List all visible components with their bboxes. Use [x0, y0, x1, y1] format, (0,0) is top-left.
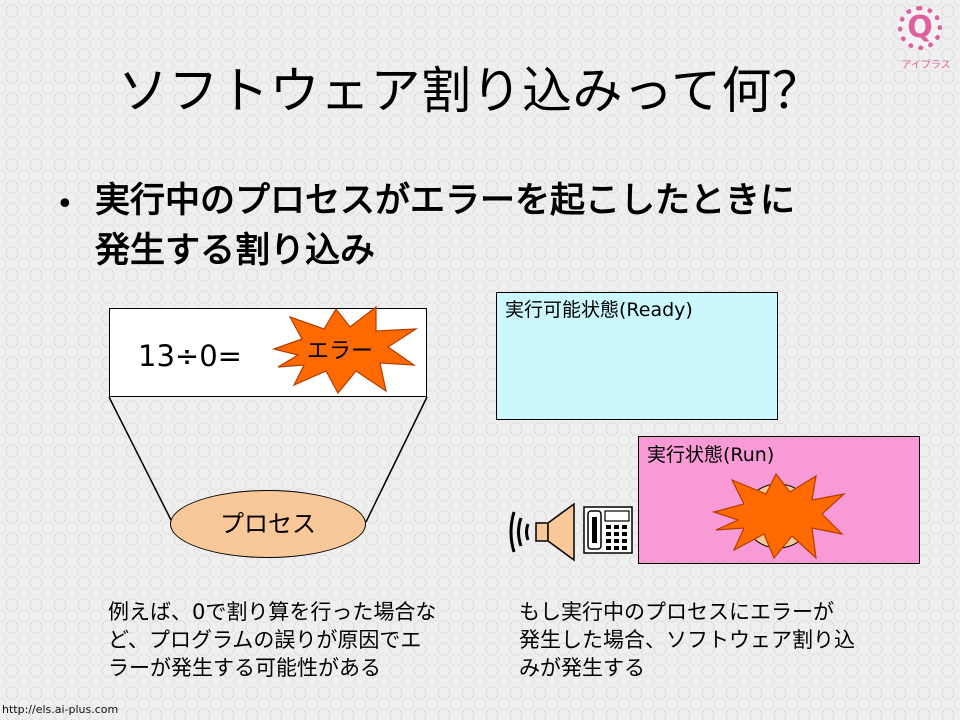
left-caption-line-3: ラーが発生する可能性がある [108, 656, 381, 680]
right-caption-line-3: みが発生する [519, 656, 645, 680]
ready-state-box [496, 292, 778, 420]
bullet-dot: • [56, 187, 74, 222]
slide-title: ソフトウェア割り込みって何？ [118, 62, 823, 120]
right-caption: もし実行中のプロセスにエラーが 発生した場合、ソフトウェア割り込 みが発生する [519, 598, 899, 682]
run-state-label: 実行状態(Run) [647, 444, 775, 466]
logo-ring [898, 6, 942, 50]
right-caption-line-1: もし実行中のプロセスにエラーが [519, 600, 834, 624]
speaker-icon [509, 502, 575, 562]
logo: Q アイプラス [896, 6, 952, 76]
right-caption-line-2: 発生した場合、ソフトウェア割り込 [519, 628, 855, 652]
telephone-icon [583, 506, 633, 554]
bullet-text: 実行中のプロセスがエラーを起こしたときに 発生する割り込み [95, 176, 895, 276]
footer-url: http://els.ai-plus.com [2, 703, 119, 716]
left-caption-line-1: 例えば、0で割り算を行った場合な [108, 600, 437, 624]
ready-state-label: 実行可能状態(Ready) [505, 299, 693, 321]
logo-mark: Q [907, 10, 933, 45]
process-label: プロセス [220, 510, 316, 538]
logo-text: アイプラス [901, 60, 951, 71]
explosion-icon [271, 305, 419, 395]
explosion-icon [712, 472, 846, 560]
left-caption-line-2: ど、プログラムの誤りが原因でエ [108, 628, 422, 652]
bullet-line-2: 発生する割り込み [95, 231, 376, 271]
error-label: エラー [306, 339, 373, 364]
process-ellipse [170, 490, 366, 558]
left-caption: 例えば、0で割り算を行った場合な ど、プログラムの誤りが原因でエ ラーが発生する… [108, 598, 488, 682]
bullet-line-1: 実行中のプロセスがエラーを起こしたときに [95, 181, 796, 221]
equation-text: 13÷0= [138, 339, 242, 373]
funnel-lines [108, 396, 428, 523]
